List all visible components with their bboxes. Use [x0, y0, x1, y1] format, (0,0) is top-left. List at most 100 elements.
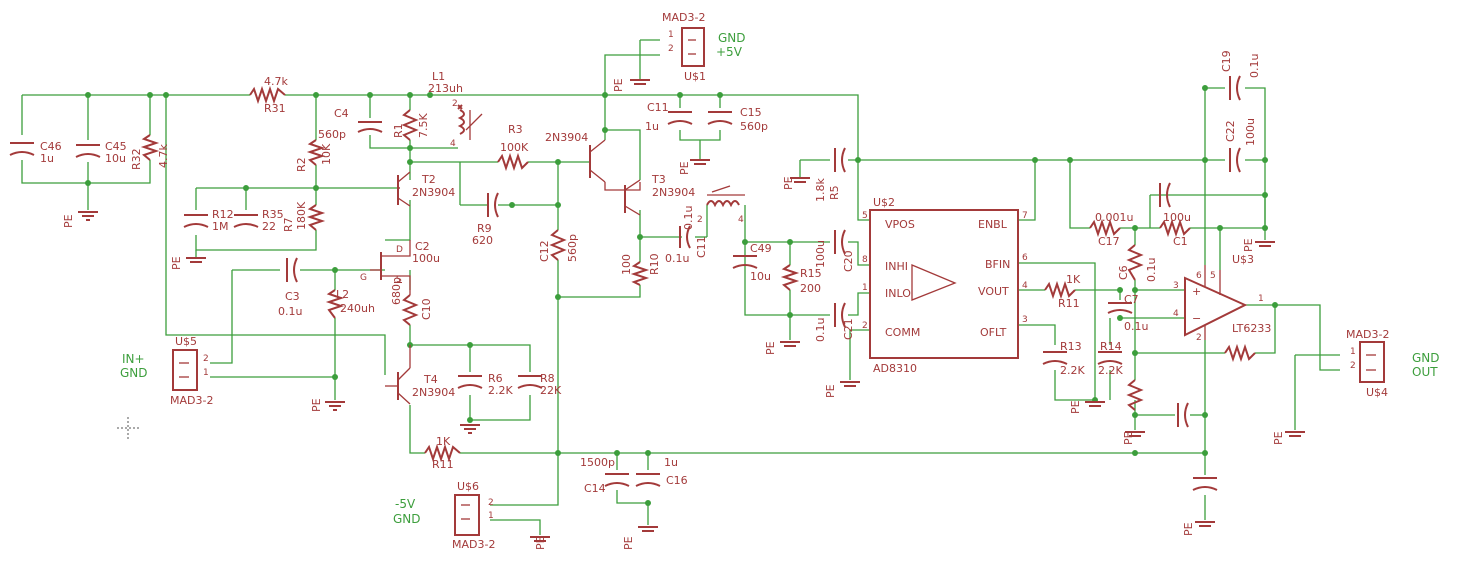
ad8310-chip: U$2 AD8310 VPOS ENBL INHI BFIN INLO VOUT…	[862, 196, 1028, 375]
svg-text:2: 2	[1196, 333, 1202, 343]
svg-text:MAD3-2: MAD3-2	[452, 538, 495, 551]
junction-dots	[85, 85, 1278, 506]
svg-text:4: 4	[1022, 281, 1028, 291]
capacitor-c22	[1192, 477, 1218, 491]
svg-text:C2: C2	[415, 240, 430, 253]
svg-text:R8: R8	[540, 372, 555, 385]
svg-text:1u: 1u	[664, 456, 678, 469]
svg-text:U$4: U$4	[1366, 386, 1388, 399]
lt6233-opamp: + − U$3 LT6233 3 4 5 6 2 1	[1173, 253, 1271, 343]
pe-label: PE	[1242, 238, 1255, 252]
ground-symbol	[690, 159, 710, 165]
svg-text:R12: R12	[212, 208, 234, 221]
svg-text:0.1u: 0.1u	[814, 318, 827, 342]
svg-text:2: 2	[1350, 361, 1356, 371]
svg-text:240uh: 240uh	[340, 302, 375, 315]
svg-text:C46: C46	[40, 140, 62, 153]
svg-text:L1: L1	[432, 70, 445, 83]
svg-text:IN+: IN+	[122, 352, 145, 366]
svg-text:C7: C7	[1124, 293, 1139, 306]
connector-u4: MAD3-2 U$4 12 GND OUT	[1346, 328, 1440, 399]
svg-text:C49: C49	[750, 242, 772, 255]
pe-labels: PE PE PE PE PE PE PE PE PE PE PE PE PE P…	[62, 78, 1285, 550]
resistor-r1: R1 7.5K	[392, 109, 430, 141]
svg-text:T2: T2	[421, 173, 436, 186]
svg-text:OFLT: OFLT	[980, 326, 1007, 339]
ground-symbols	[78, 79, 1305, 542]
capacitor-c57: R51.8k	[814, 147, 846, 202]
svg-text:7: 7	[1022, 211, 1028, 221]
svg-text:1: 1	[488, 511, 494, 521]
svg-text:R9: R9	[477, 222, 492, 235]
svg-text:100u: 100u	[1163, 211, 1191, 224]
svg-text:LT6233: LT6233	[1232, 322, 1271, 335]
svg-text:R1: R1	[392, 123, 405, 138]
svg-text:1u: 1u	[645, 120, 659, 133]
svg-text:MAD3-2: MAD3-2	[170, 394, 213, 407]
svg-text:R11: R11	[1058, 297, 1080, 310]
svg-text:R35: R35	[262, 208, 284, 221]
svg-text:D: D	[396, 245, 403, 255]
svg-text:C20: C20	[842, 250, 855, 272]
capacitor-c12: C49 10u	[732, 242, 772, 283]
svg-text:4: 4	[450, 139, 456, 149]
svg-text:100: 100	[620, 254, 633, 275]
connector-u1: MAD3-2 U$1 12 GND +5V	[662, 11, 746, 83]
svg-text:10u: 10u	[105, 152, 126, 165]
svg-text:R11: R11	[432, 458, 454, 471]
svg-text:10u: 10u	[750, 270, 771, 283]
svg-text:2: 2	[862, 321, 868, 331]
svg-text:560p: 560p	[740, 120, 768, 133]
ground-symbol	[840, 381, 860, 387]
svg-text:3: 3	[1173, 281, 1179, 291]
svg-text:AD8310: AD8310	[873, 362, 917, 375]
svg-text:1500p: 1500p	[580, 456, 615, 469]
capacitor-c13: C30.1u	[278, 257, 302, 318]
svg-text:C1: C1	[1173, 235, 1188, 248]
svg-text:C19: C19	[1220, 50, 1233, 72]
svg-text:0.1u: 0.1u	[1248, 54, 1261, 78]
svg-text:G: G	[360, 273, 367, 283]
svg-text:1: 1	[1258, 294, 1264, 304]
capacitor-c11b: R62.2K	[457, 372, 513, 397]
ground-symbol	[1125, 431, 1145, 437]
pe-label: PE	[310, 398, 323, 412]
svg-text:213uh: 213uh	[428, 82, 463, 95]
svg-text:C16: C16	[666, 474, 688, 487]
ground-symbol	[1255, 241, 1275, 247]
svg-text:+5V: +5V	[716, 45, 743, 59]
ground-symbol	[1285, 431, 1305, 437]
svg-text:−: −	[1192, 312, 1201, 325]
ground-symbol	[186, 250, 206, 263]
svg-text:GND: GND	[393, 512, 421, 526]
connector-u5: U$5 MAD3-2 21 IN+ GND	[120, 335, 213, 407]
ground-symbol	[78, 211, 98, 221]
resistor-r11: C7 R110.1u1K	[1044, 273, 1081, 310]
svg-text:R2: R2	[295, 157, 308, 172]
pe-label: PE	[1122, 431, 1135, 445]
svg-text:C14: C14	[584, 482, 606, 495]
svg-text:0.1u: 0.1u	[278, 305, 302, 318]
pe-label: PE	[782, 176, 795, 190]
pe-label: PE	[678, 161, 691, 175]
svg-text:7.5K: 7.5K	[417, 113, 430, 138]
ground-symbol	[460, 424, 480, 434]
transistor-t1: 2N3904	[545, 131, 641, 191]
svg-text:2: 2	[488, 498, 494, 508]
svg-text:-5V: -5V	[395, 497, 416, 511]
svg-text:0.1u: 0.1u	[665, 252, 689, 265]
pe-label: PE	[1182, 522, 1195, 536]
svg-text:4: 4	[1173, 309, 1179, 319]
